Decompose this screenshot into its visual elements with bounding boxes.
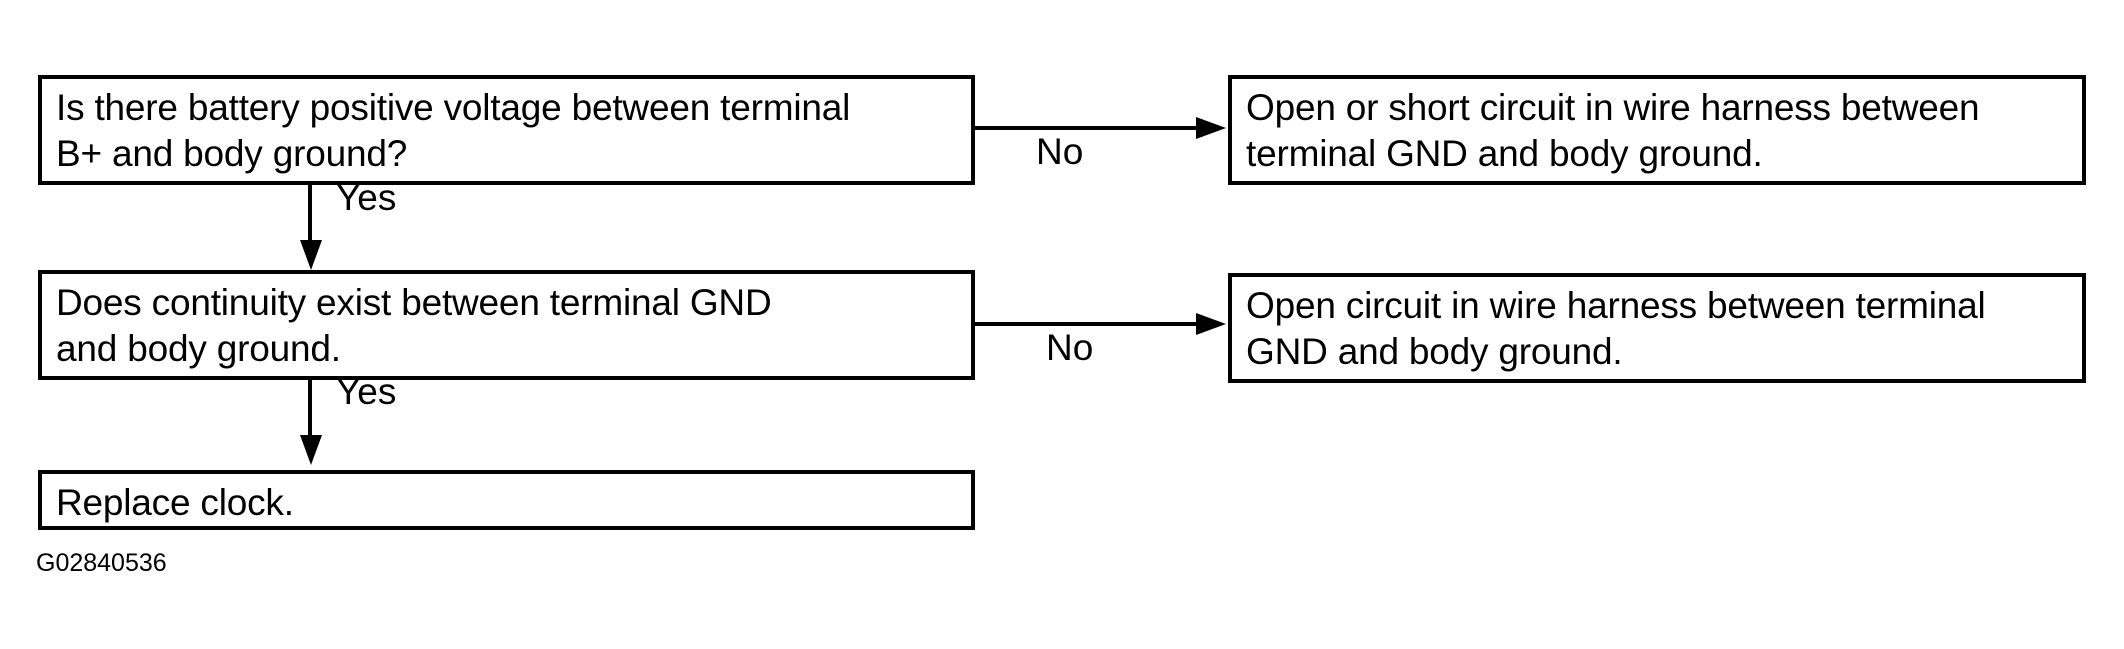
edge-line: [975, 322, 1197, 326]
flow-node-result-open-circuit: Open circuit in wire harness between ter…: [1228, 273, 2086, 383]
flow-node-result-open-or-short-circuit: Open or short circuit in wire harness be…: [1228, 75, 2086, 185]
arrow-down-icon: [300, 240, 322, 270]
figure-id-label: G02840536: [36, 549, 167, 577]
edge-line: [975, 126, 1197, 130]
arrow-right-icon: [1196, 117, 1226, 139]
edge-label-no: No: [1036, 131, 1084, 172]
arrow-right-icon: [1196, 313, 1226, 335]
edge-label-yes: Yes: [336, 177, 397, 218]
edge-line: [308, 185, 312, 243]
flow-node-result-replace-clock: Replace clock.: [38, 470, 975, 530]
edge-label-no: No: [1046, 327, 1094, 368]
flow-node-question-continuity-gnd: Does continuity exist between terminal G…: [38, 270, 975, 380]
flow-node-question-battery-voltage: Is there battery positive voltage betwee…: [38, 75, 975, 185]
edge-label-yes: Yes: [336, 371, 397, 412]
edge-line: [308, 380, 312, 438]
arrow-down-icon: [300, 435, 322, 465]
